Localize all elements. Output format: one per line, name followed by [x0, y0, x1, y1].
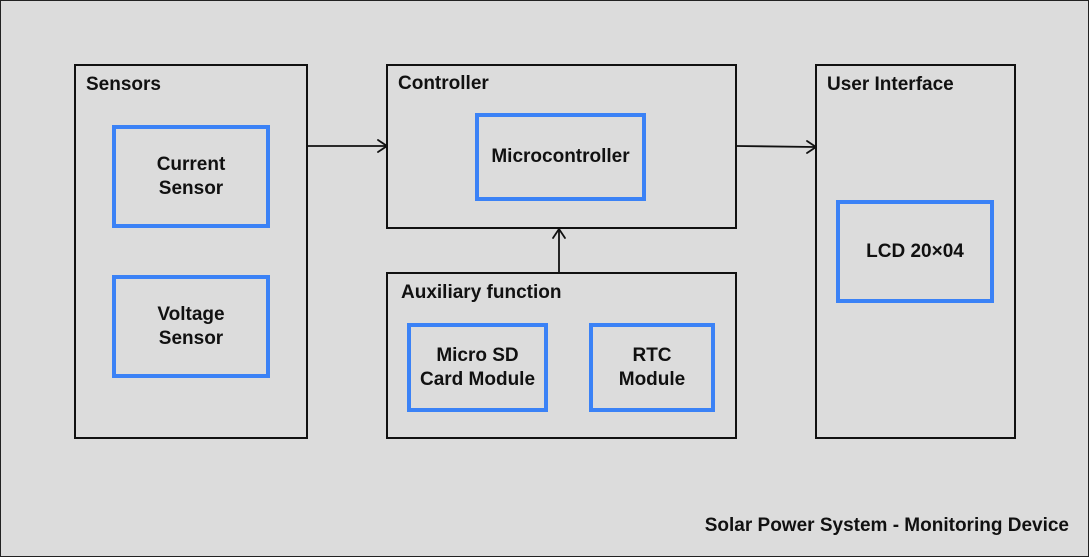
- auxiliary-function-group: Auxiliary function: [386, 272, 737, 439]
- sensors-group-title: Sensors: [86, 74, 161, 95]
- lcd-display-module: LCD 20×04: [836, 200, 994, 303]
- user-interface-group: User Interface: [815, 64, 1016, 439]
- micro-sd-card-label: Micro SD Card Module: [419, 344, 536, 390]
- user-interface-group-title: User Interface: [827, 74, 954, 95]
- sensors-group: Sensors: [74, 64, 308, 439]
- controller-group-title: Controller: [398, 73, 489, 94]
- rtc-module-label: RTC Module: [618, 344, 686, 390]
- microcontroller-label: Microcontroller: [491, 146, 630, 167]
- auxiliary-function-group-title: Auxiliary function: [401, 282, 562, 303]
- current-sensor-label: Current Sensor: [156, 153, 226, 199]
- micro-sd-card-module: Micro SD Card Module: [407, 323, 548, 412]
- arrow-controller-to-user-interface: [736, 140, 817, 154]
- voltage-sensor-label: Voltage Sensor: [157, 303, 225, 349]
- rtc-module: RTC Module: [589, 323, 715, 412]
- diagram-caption: Solar Power System - Monitoring Device: [704, 515, 1069, 536]
- arrow-auxiliary-to-controller: [552, 228, 566, 273]
- current-sensor-module: Current Sensor: [112, 125, 270, 228]
- arrow-sensors-to-controller: [307, 139, 388, 153]
- voltage-sensor-module: Voltage Sensor: [112, 275, 270, 378]
- lcd-display-label: LCD 20×04: [866, 240, 964, 262]
- microcontroller-module: Microcontroller: [475, 113, 646, 201]
